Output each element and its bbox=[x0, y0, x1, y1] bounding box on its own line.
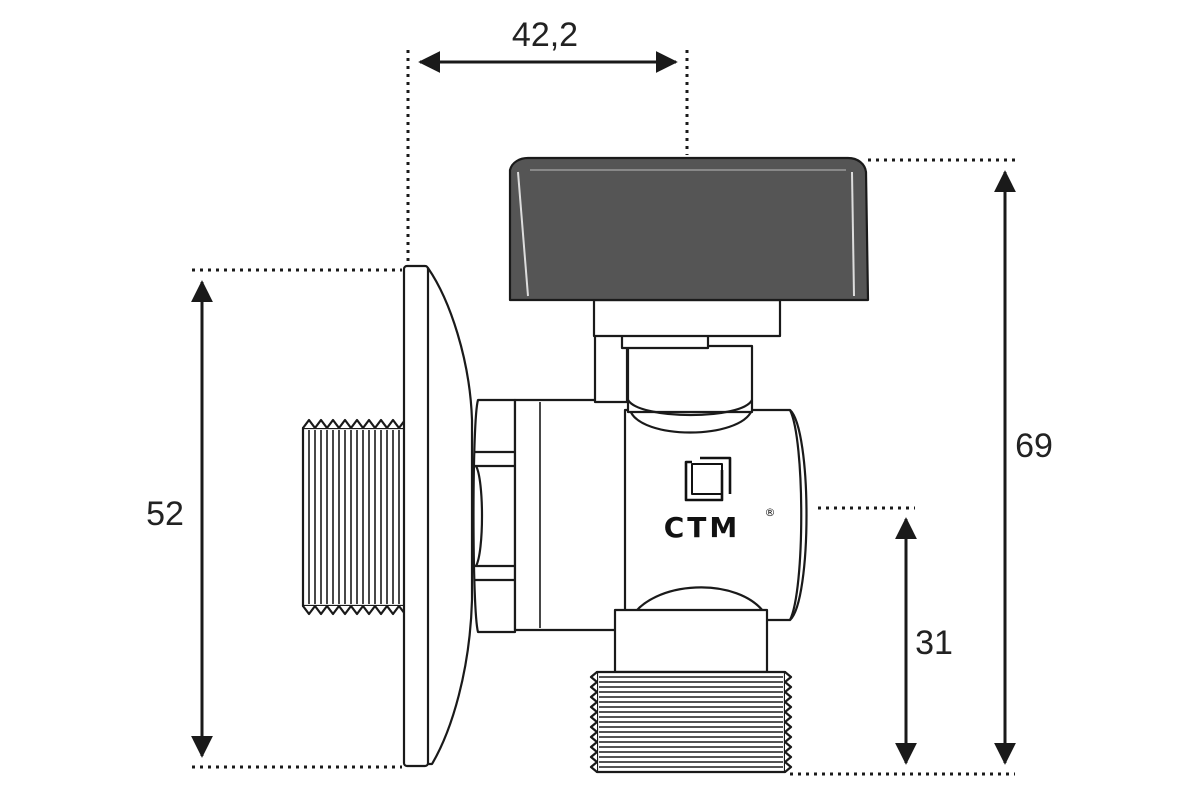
dimension-flange-height: 52 bbox=[146, 268, 402, 769]
body-right-cap bbox=[789, 409, 803, 621]
hex-nut-outline bbox=[472, 398, 517, 634]
stem-neck bbox=[626, 344, 754, 414]
body-bulge-bottom bbox=[629, 586, 767, 621]
handle-top bbox=[508, 156, 870, 302]
inlet-thread-core bbox=[301, 426, 407, 608]
outlet-thread-right-teeth bbox=[783, 671, 793, 773]
ctm-logo: CTM ® bbox=[664, 456, 776, 544]
ctm-logo-registered: ® bbox=[765, 506, 776, 519]
body-collar bbox=[513, 398, 635, 632]
inlet-thread-lines bbox=[308, 430, 400, 604]
dimension-top-width: 42,2 bbox=[406, 16, 689, 262]
outlet-thread-lines bbox=[599, 676, 783, 768]
outlet-thread bbox=[589, 608, 793, 774]
outlet-neck bbox=[613, 608, 769, 674]
label-outlet-height: 31 bbox=[915, 624, 953, 662]
valve-body bbox=[513, 398, 808, 632]
ctm-logo-text: CTM bbox=[664, 511, 741, 544]
label-flange-height: 52 bbox=[146, 495, 184, 533]
stem-neck-curve bbox=[627, 399, 753, 417]
valve-stem bbox=[592, 289, 782, 417]
flange bbox=[402, 264, 474, 768]
inlet-thread bbox=[301, 418, 424, 616]
label-top-width: 42,2 bbox=[512, 16, 578, 54]
label-total-height: 69 bbox=[1015, 427, 1053, 465]
ctm-logo-icon bbox=[684, 456, 732, 502]
body-bulge-top bbox=[628, 409, 754, 434]
flange-plate bbox=[402, 264, 430, 768]
dimension-total-height: 69 bbox=[790, 158, 1053, 776]
valve: CTM ® bbox=[301, 156, 870, 774]
stem-cap bbox=[592, 298, 782, 338]
dimension-outlet-height: 31 bbox=[818, 506, 953, 765]
valve-handle bbox=[508, 156, 870, 302]
outlet-thread-left-teeth bbox=[589, 671, 599, 773]
hex-nut bbox=[472, 398, 517, 634]
